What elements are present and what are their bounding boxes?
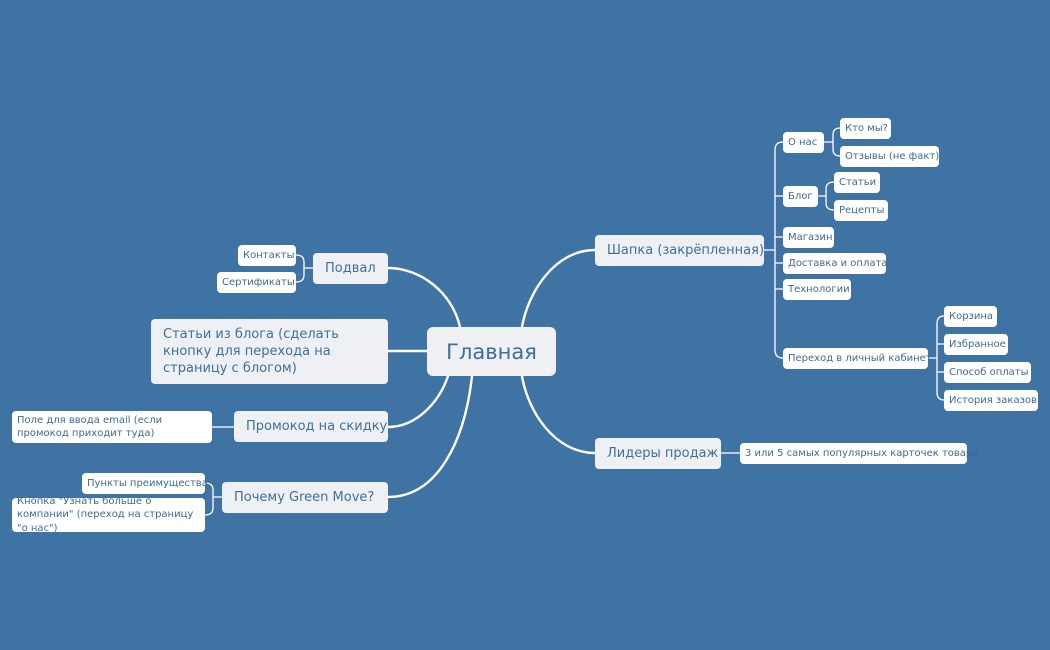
node-favorites[interactable]: Избранное	[944, 334, 1008, 355]
edge-blog-bracket	[817, 181, 835, 211]
branch-leaders[interactable]: Лидеры продаж	[595, 438, 721, 469]
edge-why-bracket	[204, 482, 223, 516]
root-node[interactable]: Главная	[427, 327, 556, 376]
node-cart[interactable]: Корзина	[944, 306, 997, 327]
node-advantages[interactable]: Пункты преимущества	[82, 473, 208, 494]
branch-footer[interactable]: Подвал	[313, 253, 388, 284]
node-cabinet[interactable]: Переход в личный кабинет	[783, 348, 932, 369]
node-email-field[interactable]: Поле для ввода email (если промокод прих…	[12, 411, 212, 443]
node-certificates[interactable]: Сертификаты	[217, 272, 296, 293]
edge-about-bracket	[823, 127, 841, 157]
node-contacts[interactable]: Контакты	[238, 245, 296, 266]
branch-why[interactable]: Почему Green Move?	[222, 482, 388, 513]
edge-root-leaders	[520, 374, 597, 455]
node-articles[interactable]: Статьи	[834, 172, 880, 193]
node-about[interactable]: О нас	[783, 132, 824, 153]
node-delivery[interactable]: Доставка и оплата	[783, 253, 887, 274]
edge-root-header	[520, 248, 597, 329]
node-about-button[interactable]: Кнопка "Узнать больше о компании" (перех…	[12, 496, 205, 534]
edge-cabinet-bracket	[927, 315, 945, 401]
branch-blog-articles[interactable]: Статьи из блога (сделать кнопку для пере…	[151, 319, 388, 384]
node-reviews[interactable]: Отзывы (не факт)	[840, 146, 939, 167]
node-payment[interactable]: Способ оплаты	[944, 362, 1031, 383]
node-blog[interactable]: Блог	[783, 186, 818, 207]
node-top-cards[interactable]: 3 или 5 самых популярных карточек товара	[740, 443, 978, 464]
node-shop[interactable]: Магазин	[783, 227, 834, 248]
edge-root-promo	[386, 374, 450, 429]
node-tech[interactable]: Технологии	[783, 279, 851, 300]
edge-root-why	[386, 374, 474, 499]
edge-footer-bracket	[295, 254, 314, 283]
node-recipes[interactable]: Рецепты	[834, 200, 888, 221]
edge-header-bracket	[763, 141, 784, 359]
edge-root-footer	[386, 266, 462, 329]
node-who[interactable]: Кто мы?	[840, 118, 891, 139]
branch-header[interactable]: Шапка (закрёпленная)	[595, 235, 764, 266]
branch-promo[interactable]: Промокод на скидку	[234, 411, 388, 442]
node-history[interactable]: История заказов	[944, 390, 1038, 411]
